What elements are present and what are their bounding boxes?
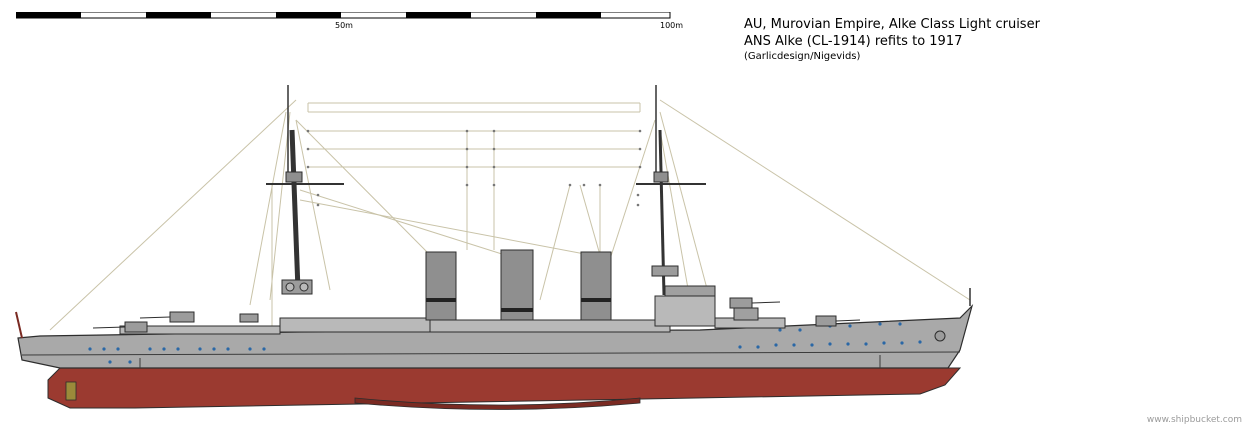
scale-label-50m: 50m <box>335 21 353 30</box>
rigging-insulators <box>306 129 642 207</box>
mainmast <box>636 85 706 296</box>
author-credit: (Garlicdesign/Nigevids) <box>744 51 861 62</box>
superstructure <box>119 285 786 335</box>
gun-turrets <box>92 297 946 342</box>
ship-class-title: AU, Murovian Empire, Alke Class Light cr… <box>744 17 1040 32</box>
title-block: AU, Murovian Empire, Alke Class Light cr… <box>744 16 1040 64</box>
upper-hull <box>17 303 974 369</box>
scale-bar <box>16 12 671 19</box>
scale-label-100m: 100m <box>660 21 684 30</box>
foremast <box>266 85 344 295</box>
stern-flagstaff <box>15 311 23 339</box>
ship-refit-title: ANS Alke (CL-1914) refits to 1917 <box>744 34 963 49</box>
portholes <box>88 322 922 364</box>
underwater-hull <box>47 367 962 410</box>
funnels <box>425 249 612 321</box>
rigging-lines <box>49 99 971 331</box>
watermark: www.shipbucket.com <box>1146 415 1242 425</box>
